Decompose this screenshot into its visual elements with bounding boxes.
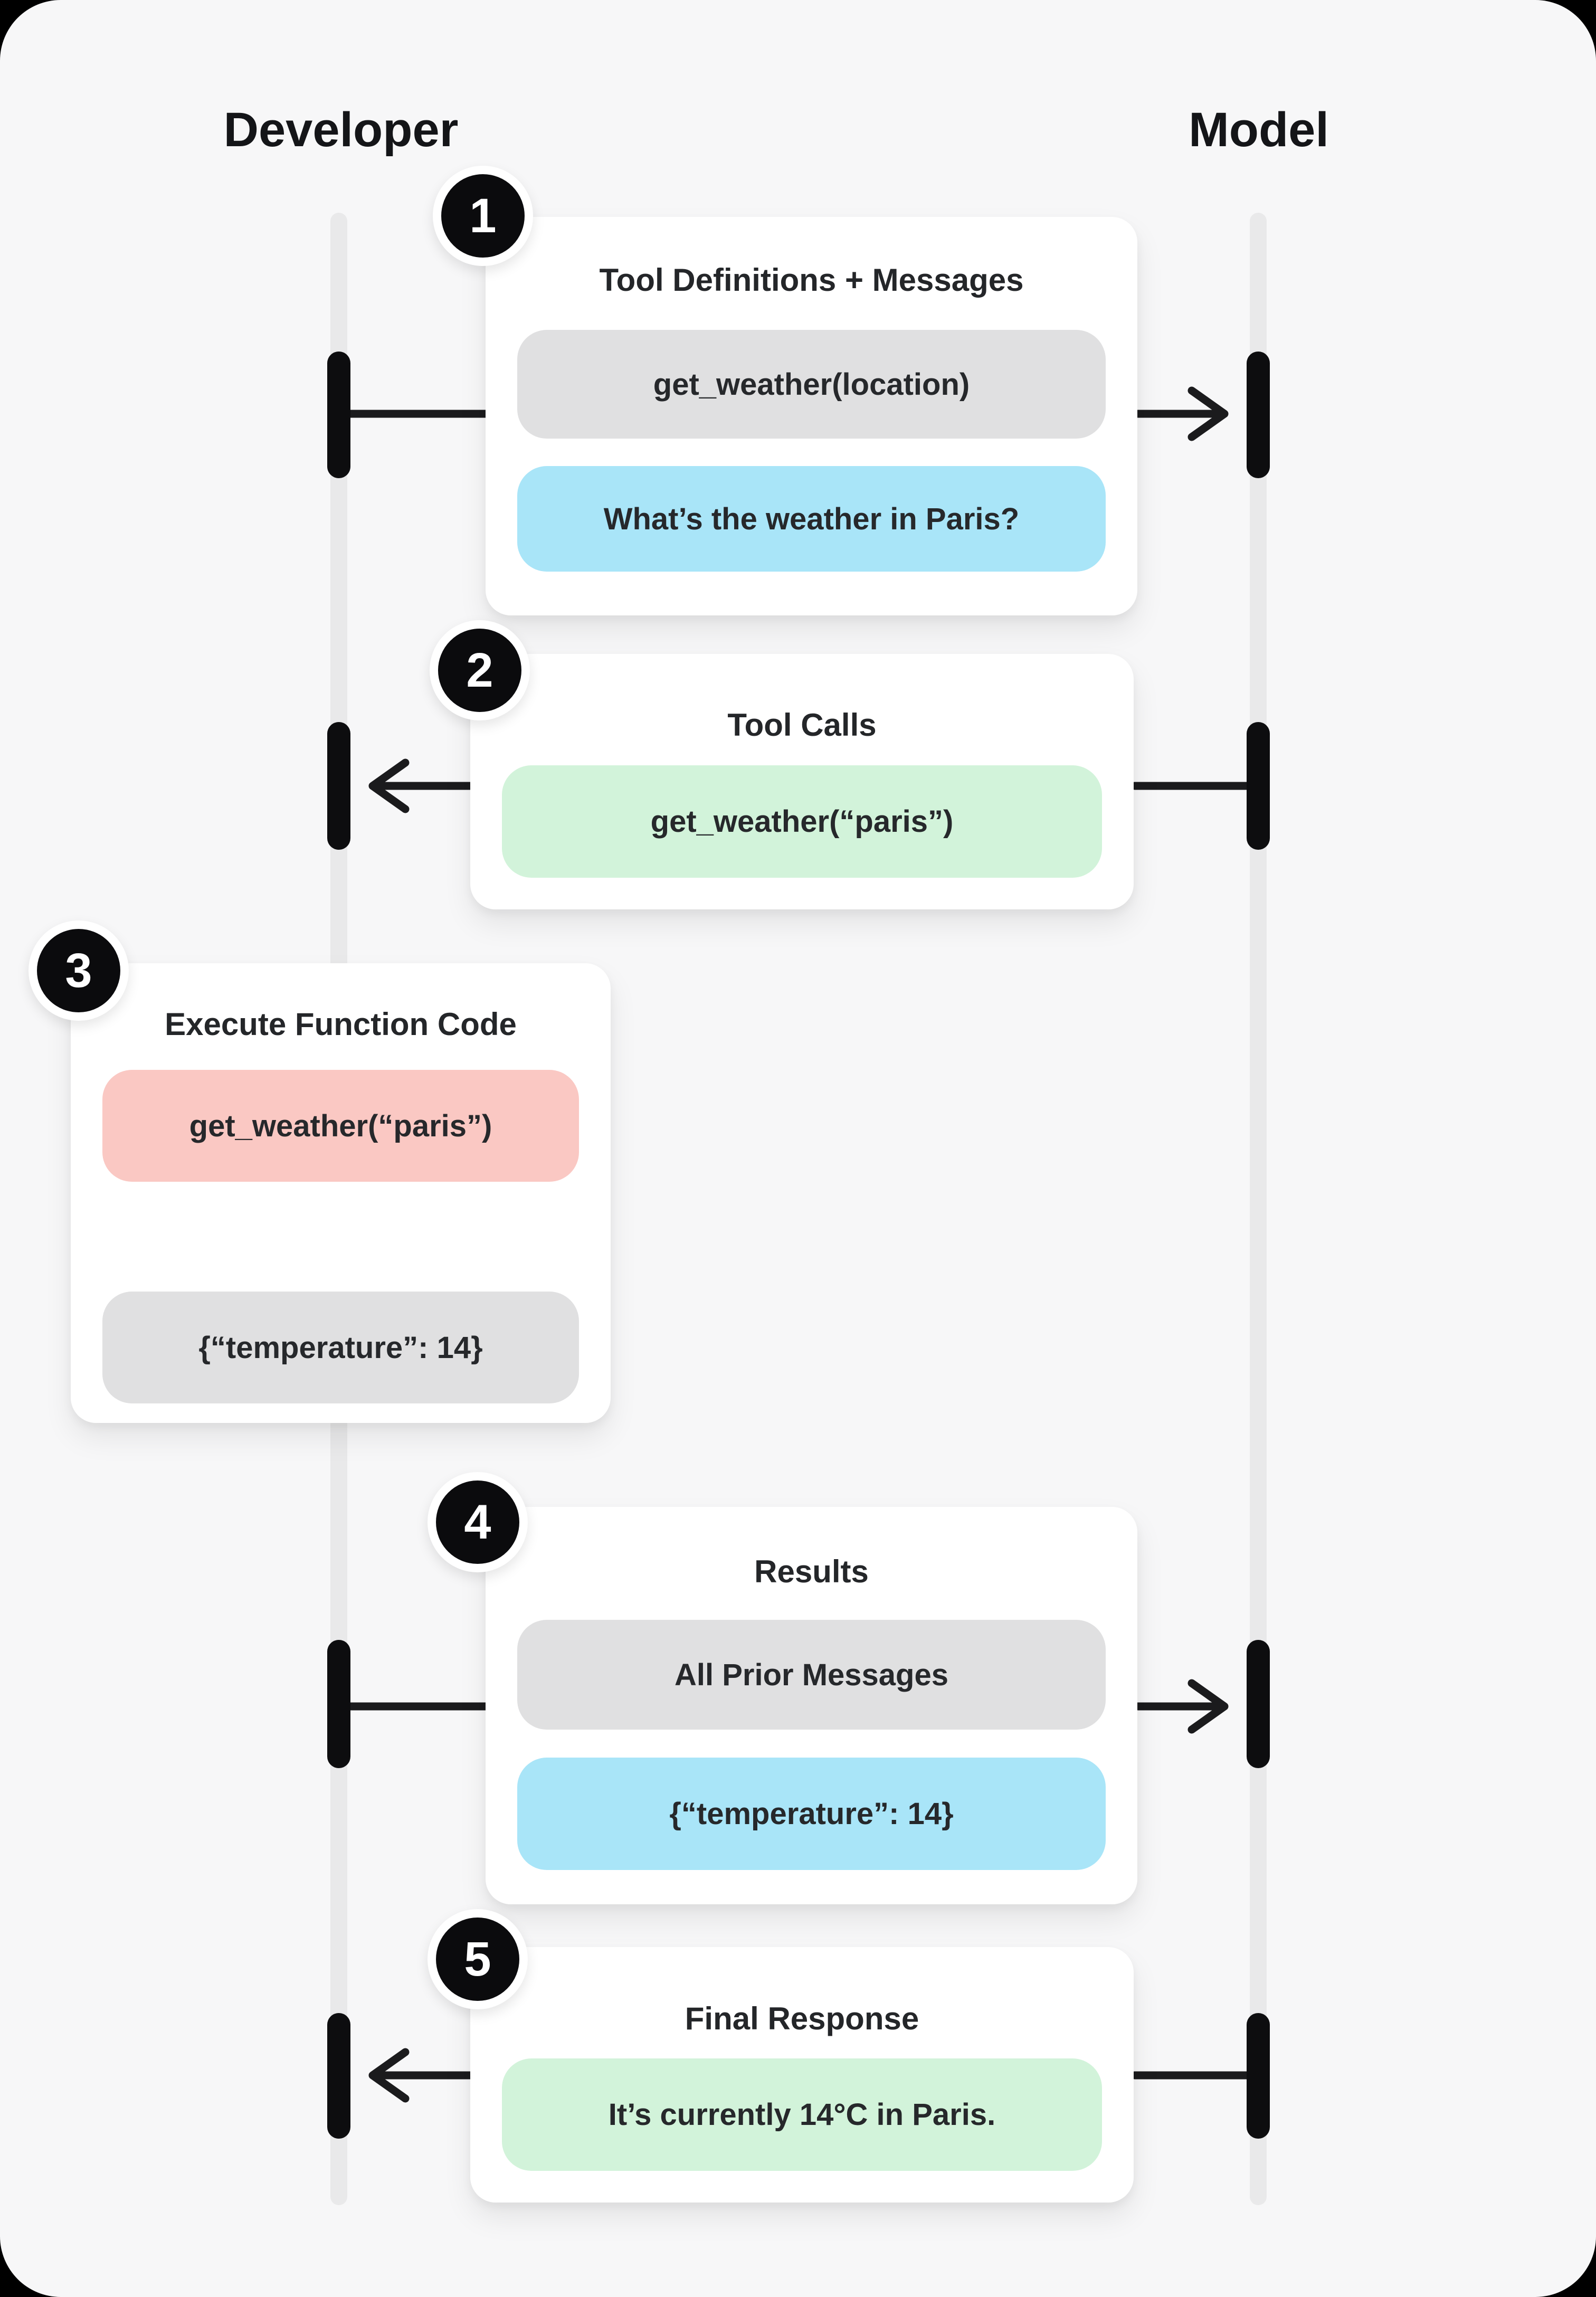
model-activation-bar	[1247, 722, 1270, 850]
step-number-badge: 1	[433, 166, 533, 266]
step-card-execute-function: Execute Function Code get_weather(“paris…	[71, 963, 611, 1423]
message-pill-assistant-response: It’s currently 14°C in Paris.	[502, 2058, 1102, 2171]
step-number-badge: 4	[428, 1472, 528, 1572]
step-number-badge: 3	[28, 920, 129, 1021]
message-pill-tool-result: {“temperature”: 14}	[517, 1758, 1106, 1870]
model-lane-label: Model	[1189, 103, 1329, 157]
message-pill-tool-definition: get_weather(location)	[517, 330, 1106, 439]
step-card-results: Results All Prior Messages {“temperature…	[486, 1507, 1137, 1904]
message-pill-function-invocation: get_weather(“paris”)	[102, 1070, 579, 1182]
developer-activation-bar	[327, 2013, 350, 2139]
model-activation-bar	[1247, 352, 1270, 478]
message-pill-function-output: {“temperature”: 14}	[102, 1292, 579, 1403]
card-title: Execute Function Code	[165, 1007, 517, 1042]
message-pill-prior-messages: All Prior Messages	[517, 1620, 1106, 1730]
step-card-tool-calls: Tool Calls get_weather(“paris”)	[470, 654, 1134, 909]
step-card-tool-definitions: Tool Definitions + Messages get_weather(…	[486, 217, 1137, 615]
developer-activation-bar	[327, 722, 350, 850]
developer-activation-bar	[327, 1640, 350, 1768]
developer-lane-label: Developer	[223, 103, 459, 157]
card-title: Results	[754, 1554, 869, 1589]
message-pill-tool-call: get_weather(“paris”)	[502, 765, 1102, 878]
developer-activation-bar	[327, 352, 350, 478]
step-number-badge: 5	[428, 1909, 528, 2009]
model-activation-bar	[1247, 1640, 1270, 1768]
arrow-left-icon	[368, 2048, 1251, 2103]
arrow-left-icon	[368, 758, 1251, 813]
arrow-right-icon	[346, 1679, 1229, 1734]
step-number-badge: 2	[430, 620, 530, 720]
card-title: Tool Calls	[727, 707, 877, 743]
model-activation-bar	[1247, 2013, 1270, 2139]
message-pill-user-message: What’s the weather in Paris?	[517, 466, 1106, 572]
card-title: Tool Definitions + Messages	[599, 262, 1024, 298]
card-title: Final Response	[685, 2001, 919, 2036]
arrow-right-icon	[346, 386, 1229, 441]
step-card-final-response: Final Response It’s currently 14°C in Pa…	[470, 1947, 1134, 2203]
model-lifeline	[1250, 213, 1267, 2205]
